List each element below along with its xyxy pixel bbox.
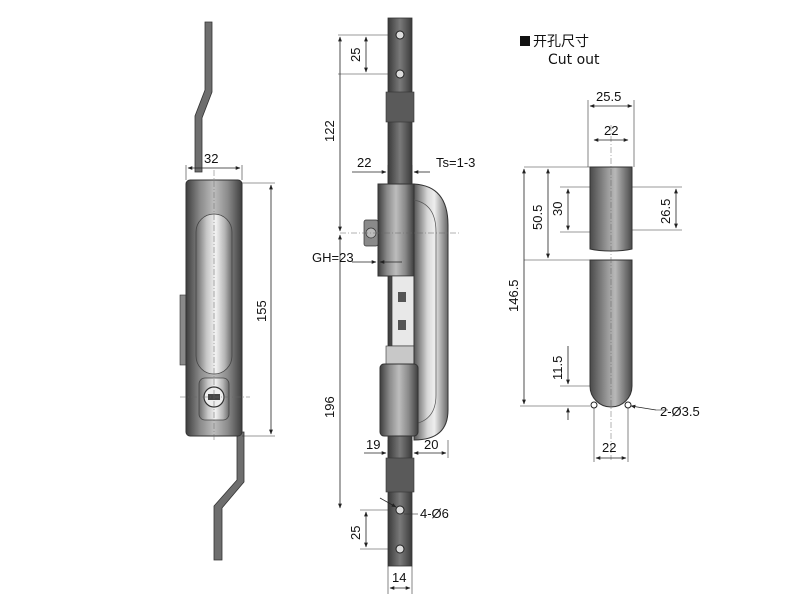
cutout-title-cn: 开孔尺寸 bbox=[533, 34, 589, 50]
side-holes-label: 4-Ø6 bbox=[420, 506, 449, 521]
bottom-radius-label: 11.5 bbox=[550, 356, 565, 380]
bottom-width-label: 22 bbox=[602, 440, 616, 455]
front-rod-bottom bbox=[213, 431, 245, 561]
rod-width-label: 14 bbox=[392, 570, 406, 585]
side-view: 25 122 196 22 Ts=1-3 GH=23 19 20 4-Ø6 bbox=[312, 17, 475, 594]
side-handle bbox=[413, 183, 449, 441]
top-outer-width-label: 25.5 bbox=[596, 89, 621, 104]
handle-depth-label: 20 bbox=[424, 437, 438, 452]
rod-hole-2 bbox=[395, 69, 405, 79]
cutout-lower-slot bbox=[589, 259, 633, 408]
lower-length-label: 196 bbox=[322, 396, 337, 418]
body-depth-label: 22 bbox=[357, 155, 371, 170]
rod-hole-4 bbox=[395, 544, 405, 554]
top-inner-width-label: 22 bbox=[604, 123, 618, 138]
rod-hole-1 bbox=[395, 30, 405, 40]
upper-length-label: 122 bbox=[322, 120, 337, 142]
upper-height-outer-label: 50.5 bbox=[530, 205, 545, 230]
rod-offset-label: 19 bbox=[366, 437, 380, 452]
lower-hole-pitch-label: 25 bbox=[348, 526, 363, 540]
side-bezel bbox=[379, 363, 419, 437]
thickness-label: Ts=1-3 bbox=[436, 155, 475, 170]
front-view: 32 155 bbox=[179, 21, 275, 561]
front-height-label: 155 bbox=[254, 300, 269, 322]
legend-square bbox=[520, 36, 530, 46]
upper-hole-pitch-label: 25 bbox=[348, 48, 363, 62]
cutout-view: 开孔尺寸 Cut out 25.5 22 50.5 30 26.5 bbox=[506, 34, 700, 462]
total-height-label: 146.5 bbox=[506, 279, 521, 312]
front-width-label: 32 bbox=[204, 151, 218, 166]
front-rod-top bbox=[194, 21, 213, 173]
cutout-title-en: Cut out bbox=[548, 52, 600, 68]
upper-right-height-label: 26.5 bbox=[658, 199, 673, 224]
gh-label: GH=23 bbox=[312, 250, 354, 265]
upper-height-inner-label: 30 bbox=[550, 202, 565, 216]
rod-hole-3 bbox=[395, 505, 405, 515]
cutout-holes-label: 2-Ø3.5 bbox=[660, 404, 700, 419]
